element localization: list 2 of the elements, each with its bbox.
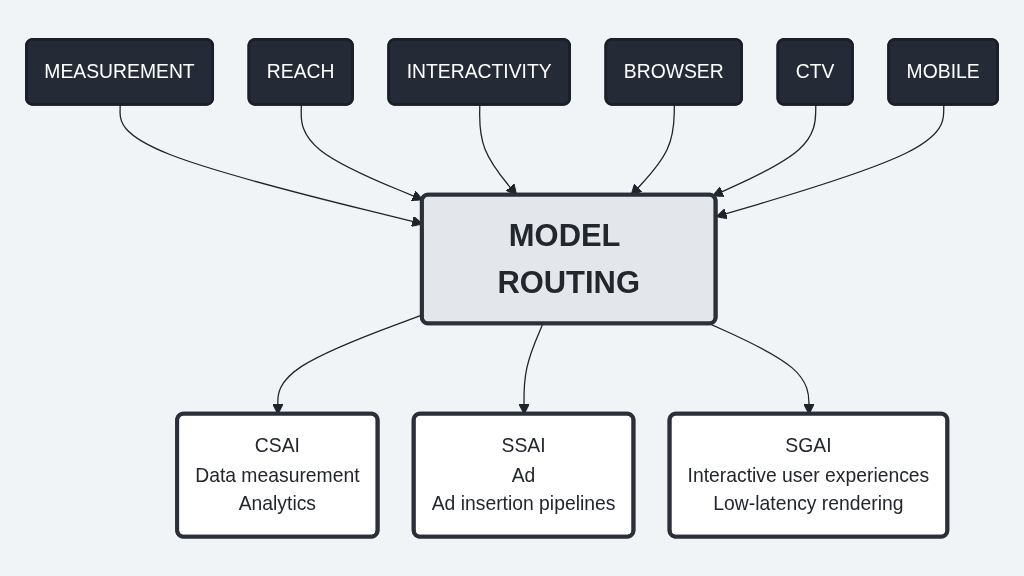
arrow	[712, 104, 817, 197]
arrow	[119, 104, 423, 227]
